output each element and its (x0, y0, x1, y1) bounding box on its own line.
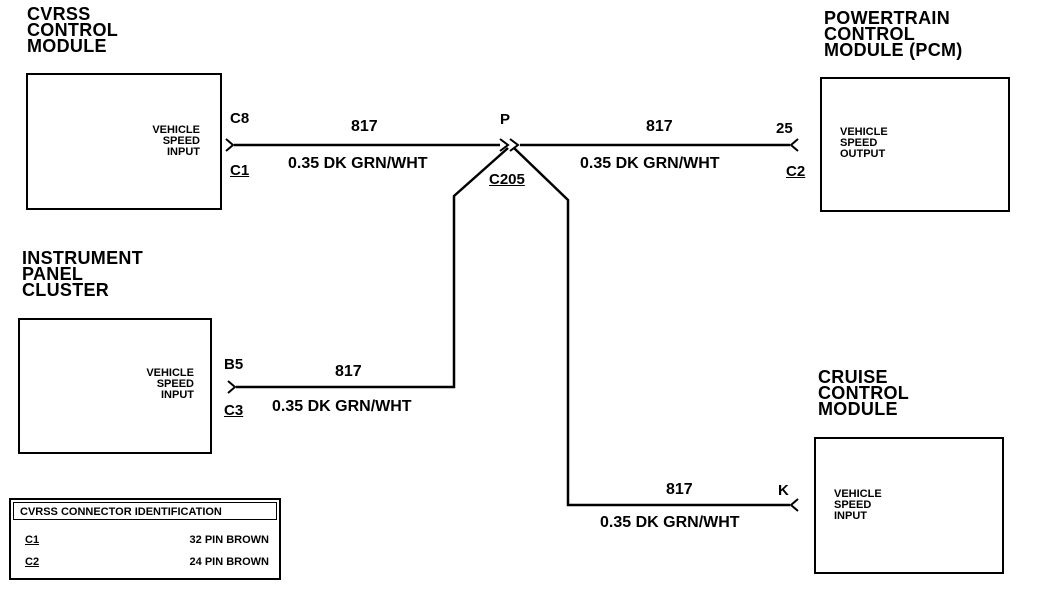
pcm-vehicle-speed-output: VEHICLE SPEED OUTPUT (840, 126, 888, 160)
splice-symbol (499, 138, 520, 152)
cvrss-vehicle-speed-input: VEHICLE SPEED INPUT (152, 124, 200, 158)
wire-ipc-circuit: 817 (335, 363, 362, 380)
wire-cruise (513, 147, 790, 507)
legend-description: 32 PIN BROWN (189, 534, 269, 546)
legend-connector: C2 (25, 556, 40, 568)
cruise-pin-label: K (778, 482, 789, 499)
pcm-module-title: POWERTRAIN CONTROL MODULE (PCM) (824, 8, 963, 60)
connector-pcm-symbol (789, 138, 799, 152)
connector-cruise-symbol (789, 498, 799, 512)
cruise-module-title: CRUISE CONTROL MODULE (818, 367, 910, 419)
pcm-pin-label: 25 (776, 120, 793, 137)
pcm-module-box (820, 77, 1010, 212)
cvrss-module-title: CVRSS CONTROL MODULE (27, 4, 119, 56)
cvrss-pin-label: C8 (230, 110, 250, 127)
ipc-pin-label: B5 (224, 356, 244, 373)
ipc-module-box (18, 318, 212, 454)
splice-pin-label: P (500, 111, 511, 128)
connector-cvrss-symbol (225, 138, 235, 152)
ipc-vehicle-speed-input: VEHICLE SPEED INPUT (146, 367, 194, 401)
wire-pcm-circuit: 817 (646, 118, 673, 135)
wire-pcm-spec: 0.35 DK GRN/WHT (580, 155, 720, 172)
cvrss-module-box (26, 73, 222, 210)
wire-ipc-spec: 0.35 DK GRN/WHT (272, 398, 412, 415)
connector-identification-title: CVRSS CONNECTOR IDENTIFICATION (13, 502, 277, 520)
connector-ipc-symbol (227, 380, 237, 394)
cruise-module-box (814, 437, 1004, 574)
pcm-connector-label: C2 (786, 163, 806, 180)
legend-description: 24 PIN BROWN (189, 556, 269, 568)
wire-ipc (236, 147, 509, 389)
cruise-vehicle-speed-input: VEHICLE SPEED INPUT (834, 488, 882, 522)
legend-connector: C1 (25, 534, 40, 546)
wire-cruise-spec: 0.35 DK GRN/WHT (600, 514, 740, 531)
wire-cruise-circuit: 817 (666, 481, 693, 498)
connector-identification-table: CVRSS CONNECTOR IDENTIFICATION C1 32 PIN… (9, 498, 281, 580)
ipc-connector-label: C3 (224, 402, 244, 419)
wire-cvrss-spec: 0.35 DK GRN/WHT (288, 155, 428, 172)
wire-cvrss-circuit: 817 (351, 118, 378, 135)
splice-connector-label: C205 (489, 171, 525, 188)
ipc-module-title: INSTRUMENT PANEL CLUSTER (22, 248, 143, 300)
cvrss-connector-label: C1 (230, 162, 250, 179)
